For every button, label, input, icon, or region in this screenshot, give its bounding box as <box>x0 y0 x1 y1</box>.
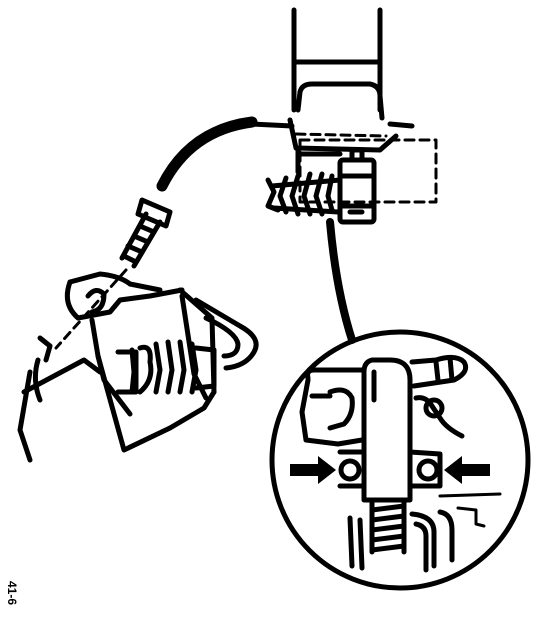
clutch-switch-installed <box>265 147 377 225</box>
bolt-alignment-line <box>54 268 128 350</box>
detail-view-circle <box>269 329 531 591</box>
callout-arrow-left <box>290 456 336 484</box>
switch-bracket-removed <box>17 271 259 463</box>
mounting-bolt <box>119 197 173 269</box>
callout-arrow-right <box>444 456 490 484</box>
pedal-bracket <box>249 7 438 204</box>
detail-switch-adjustment <box>299 354 502 573</box>
figure-reference-code: 41-6 <box>5 580 19 606</box>
detail-leader-line <box>326 218 356 344</box>
connector-wire <box>156 116 258 192</box>
clutch-switch-removed <box>115 339 217 395</box>
